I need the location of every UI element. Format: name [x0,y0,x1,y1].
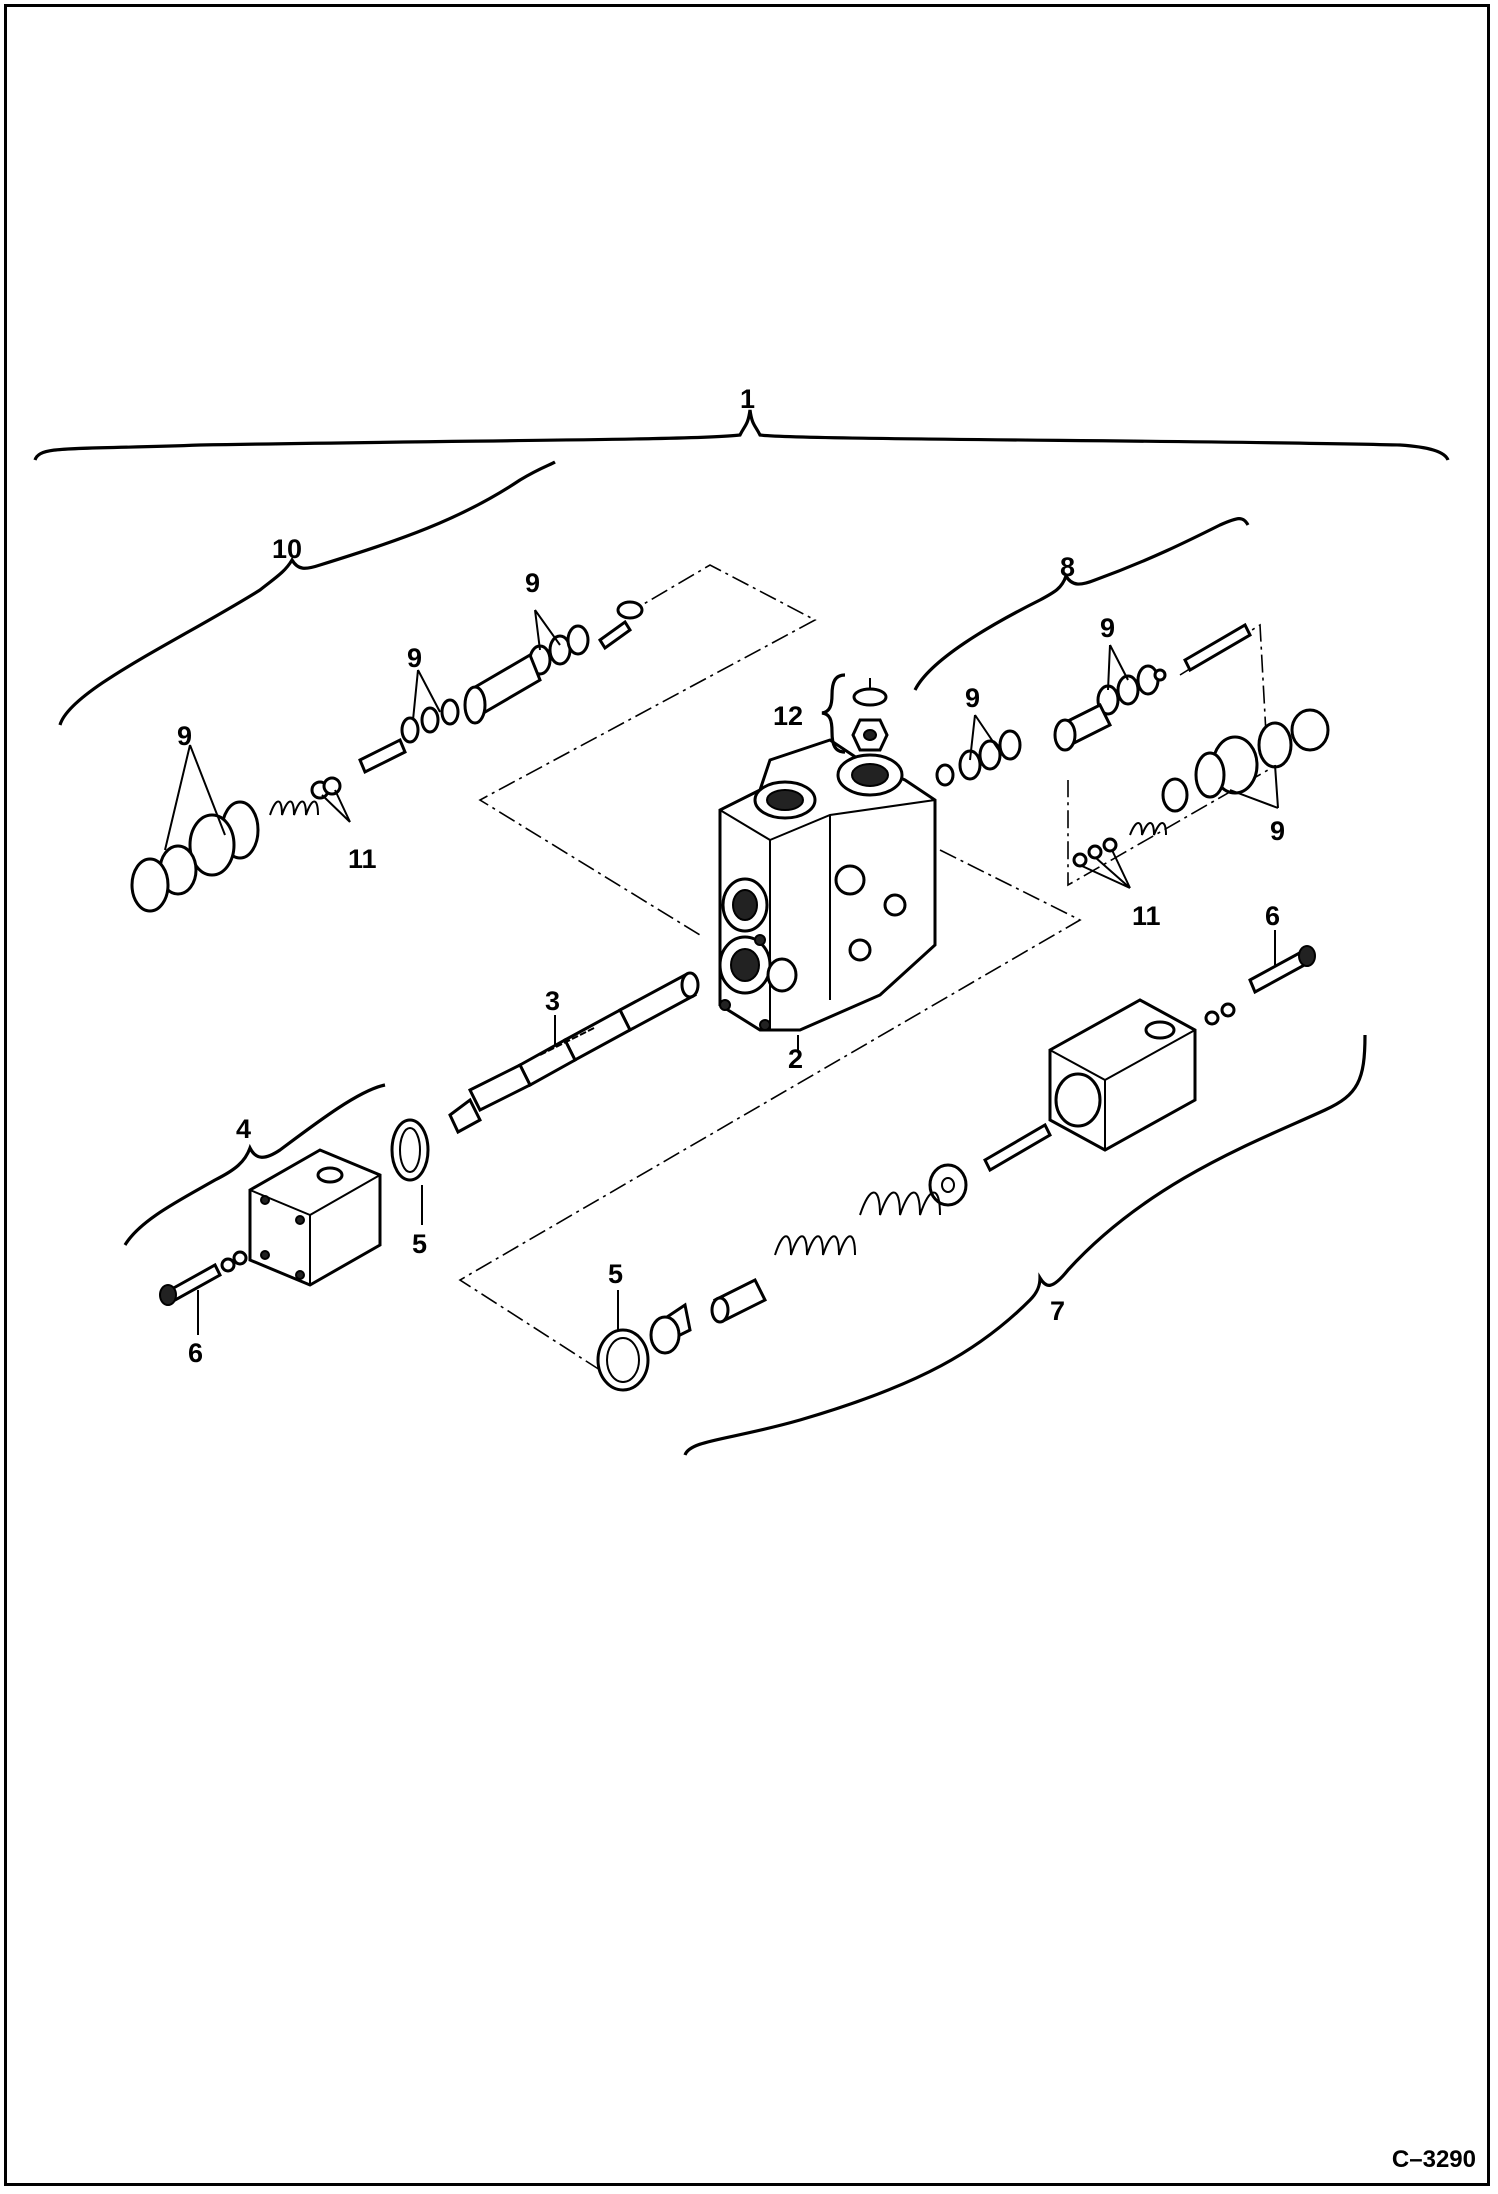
cap-screw-6-right [1204,945,1316,1026]
label-7: 7 [1050,1296,1065,1326]
cap-screw-6-left [159,1250,248,1306]
label-4: 4 [236,1114,251,1144]
brace-4 [123,1083,386,1246]
spring-7 [649,1122,1052,1355]
brace-12 [821,673,846,754]
leader-9e [1107,644,1129,691]
label-10: 10 [272,534,302,564]
spool-3 [448,971,700,1135]
label-2: 2 [788,1044,803,1074]
brace-7 [683,1034,1367,1456]
label-6-left: 6 [188,1338,203,1368]
label-9b: 9 [407,643,422,673]
label-8: 8 [1060,552,1075,582]
label-3: 3 [545,986,560,1016]
leader-9a [164,744,226,851]
brace-10 [58,460,556,726]
label-9a: 9 [177,721,192,751]
label-11a: 11 [348,844,377,874]
label-9f: 9 [1270,816,1285,846]
label-5-upper: 5 [412,1229,427,1259]
leader-11b [1081,849,1131,889]
label-5-lower: 5 [608,1259,623,1289]
drawing-border [4,4,1490,2186]
leader-9f [1229,764,1279,809]
leader-9d [969,714,1001,761]
label-9c: 9 [525,568,540,598]
brace-8 [913,517,1250,691]
label-9d: 9 [965,683,980,713]
leader-9b [412,669,441,721]
drawing-code: C–3290 [1391,2146,1476,2173]
label-11b: 11 [1132,901,1161,931]
label-6-right: 6 [1265,901,1280,931]
label-9e: 9 [1100,613,1115,643]
axis-lower [458,849,1082,1371]
relief-assembly-8 [935,622,1330,868]
axis-upper-left [478,564,817,936]
end-cap-7 [1048,998,1197,1152]
valve-body [718,738,937,1032]
plug-12 [851,678,889,752]
end-cap-4 [248,1148,382,1287]
label-1: 1 [740,384,755,414]
relief-assembly-10 [130,600,644,913]
leader-9c [534,609,561,651]
brace-1 [33,409,1450,461]
leader-11a [321,789,351,823]
o-ring-5-upper [390,1118,430,1182]
label-12: 12 [773,701,803,731]
